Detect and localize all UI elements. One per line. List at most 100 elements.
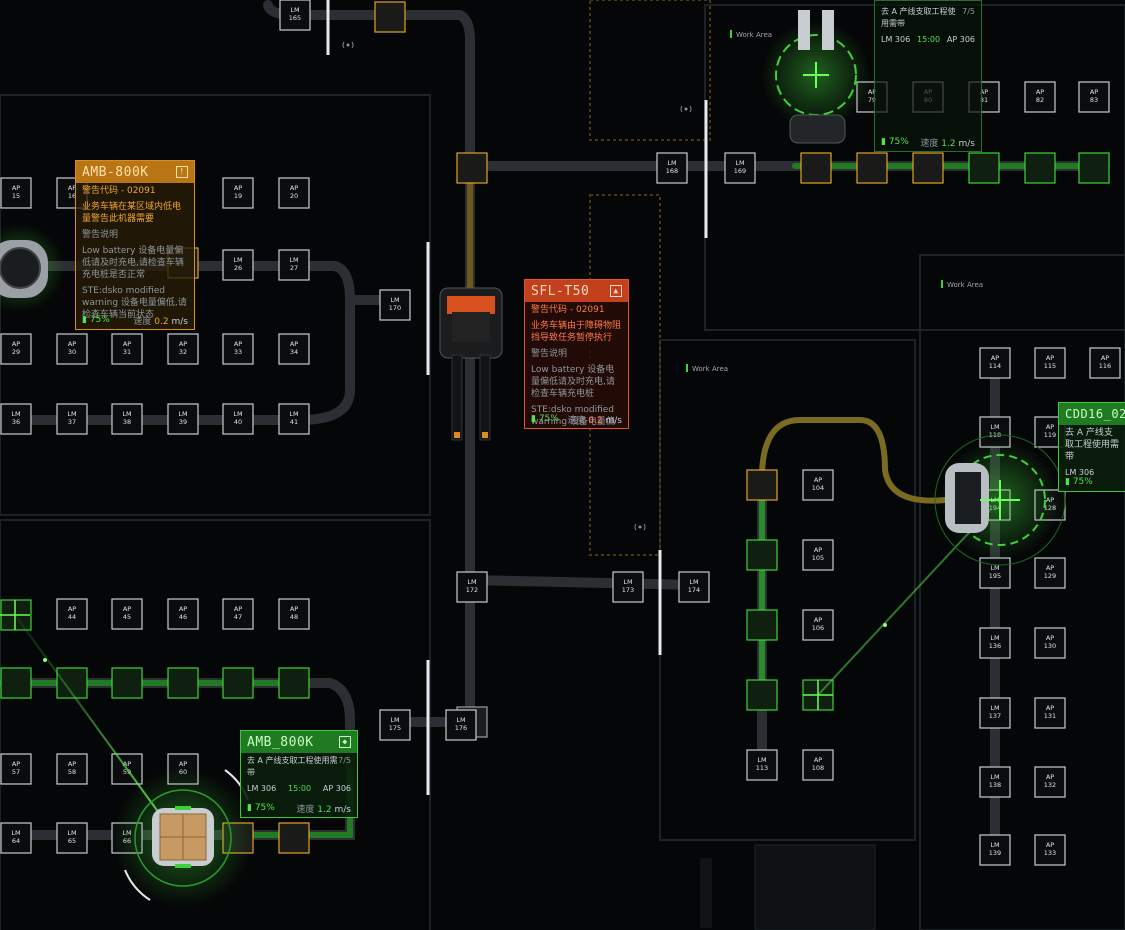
node-label: AP bbox=[290, 340, 298, 348]
map-node[interactable] bbox=[278, 667, 310, 699]
node-label: AP bbox=[68, 760, 76, 768]
sfl-info-card[interactable]: SFL-T50▲ 警告代码 - 02091 业务车辆由于障碍物阻挡导致任务暂停执… bbox=[524, 279, 629, 429]
map-node[interactable] bbox=[800, 152, 832, 184]
detail-title: 警告说明 bbox=[82, 230, 119, 240]
cdd-robot[interactable] bbox=[934, 434, 1066, 566]
node-label: 27 bbox=[290, 264, 298, 272]
node-label: LM bbox=[990, 423, 999, 431]
node-label: 174 bbox=[688, 586, 700, 594]
map-node[interactable] bbox=[111, 667, 143, 699]
package-icon[interactable]: ◆ bbox=[339, 736, 351, 748]
alert-icon[interactable]: ▲ bbox=[610, 285, 622, 297]
map-node[interactable] bbox=[968, 152, 1000, 184]
node-label: LM bbox=[290, 6, 299, 14]
warning-message: 业务车辆由于障碍物阻挡导致任务暂停执行 bbox=[531, 321, 622, 343]
cdd-info-card[interactable]: CDD16_02 去 A 产线支取工程使用需带 LM 306 ▮ 75% bbox=[1058, 402, 1125, 492]
map-node[interactable] bbox=[456, 152, 488, 184]
map-node[interactable] bbox=[746, 539, 778, 571]
work-area-label: Work Area bbox=[947, 281, 983, 289]
top-robot[interactable] bbox=[761, 10, 871, 144]
node-label: 81 bbox=[980, 96, 988, 104]
node-label: 79 bbox=[868, 96, 876, 104]
map-node[interactable] bbox=[222, 667, 254, 699]
amb-top-info-card[interactable]: AMB-800K! 警告代码 - 02091 业务车辆在某区域内低电量警告此机器… bbox=[75, 160, 195, 330]
node-label: 129 bbox=[1044, 572, 1056, 580]
map-node[interactable] bbox=[1024, 152, 1056, 184]
map-node[interactable] bbox=[856, 152, 888, 184]
amb-bottom-robot[interactable] bbox=[113, 768, 253, 908]
map-node[interactable] bbox=[746, 679, 778, 711]
map-node[interactable] bbox=[278, 822, 310, 854]
map-node[interactable] bbox=[746, 469, 778, 501]
node-label: 59 bbox=[123, 768, 131, 776]
badge-icon[interactable]: ! bbox=[176, 166, 188, 178]
map-node[interactable] bbox=[1078, 152, 1110, 184]
map-node[interactable] bbox=[167, 667, 199, 699]
map-node[interactable] bbox=[0, 667, 32, 699]
amb-top-robot[interactable] bbox=[0, 223, 65, 313]
map-node[interactable] bbox=[746, 609, 778, 641]
map-node[interactable] bbox=[56, 667, 88, 699]
map-node[interactable] bbox=[912, 152, 944, 184]
sfl-forklift[interactable] bbox=[439, 287, 503, 441]
map-node[interactable] bbox=[374, 1, 406, 33]
